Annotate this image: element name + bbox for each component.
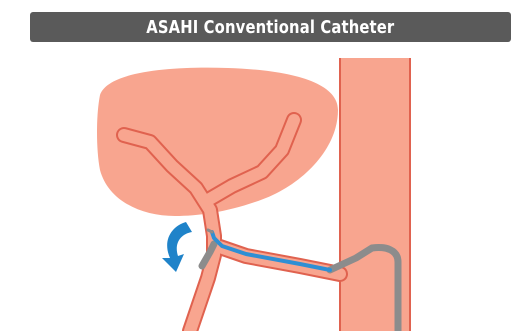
curved-arrow-icon [162, 222, 192, 272]
